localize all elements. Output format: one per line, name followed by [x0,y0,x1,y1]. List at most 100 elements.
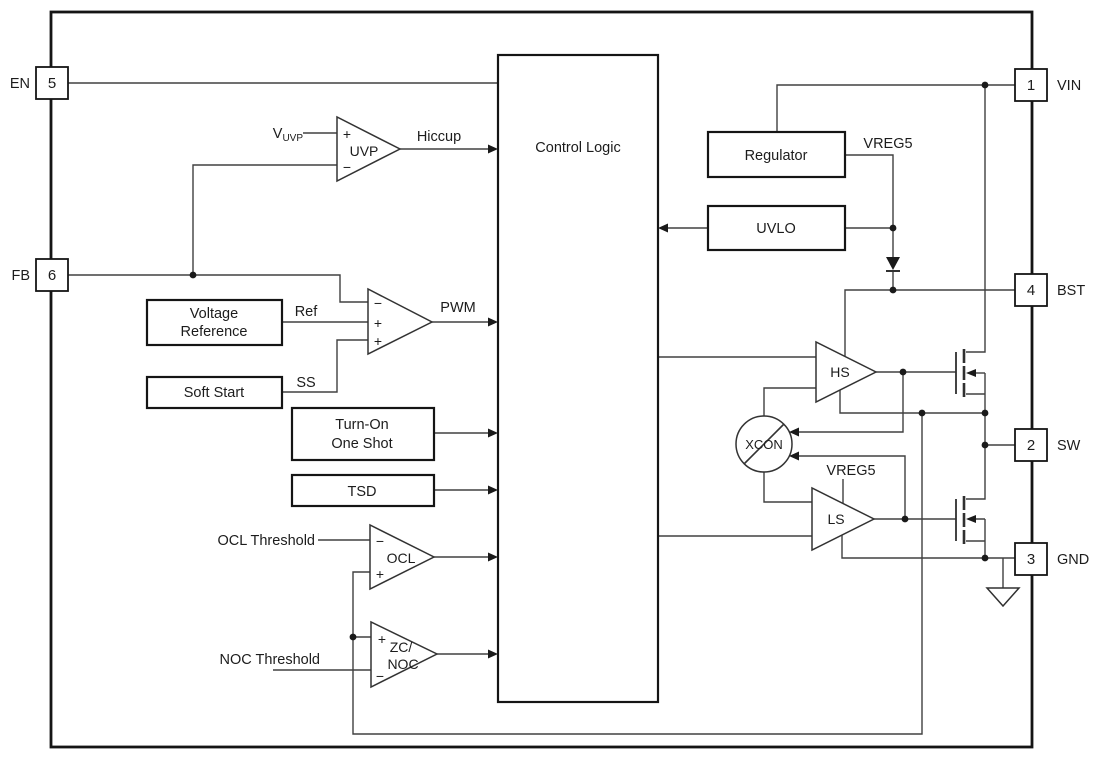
arrow-zc [488,649,498,659]
soft-start-label: Soft Start [184,385,244,401]
pin-label-gnd: GND [1057,552,1089,568]
ocl-minus-sign: − [376,533,384,549]
xcon-label: XCON [745,437,783,452]
wire-gnd-rail [841,535,1015,559]
high-side-mosfet [955,349,976,397]
vreg5-label-top: VREG5 [863,136,912,152]
pin-label-sw: SW [1057,438,1081,454]
pin-en: 5 EN [10,66,69,100]
zc-name-2: NOC [387,656,418,672]
pwm-plus2-sign: + [374,333,382,349]
wire-ss [282,339,368,393]
pin-box-fb [35,258,69,292]
pwm-comparator [367,287,434,356]
wire-fb-to-uvp [192,164,337,275]
uvp-plus-sign: + [343,126,351,142]
wire-bst [844,289,1015,357]
pwm-plus1-sign: + [374,315,382,331]
pin-number-gnd: 3 [1027,551,1035,568]
turn-on-one-shot-block [290,406,436,462]
pin-box-gnd [1014,542,1048,576]
wire-hs-out [799,371,956,433]
pin-gnd: 3 GND [1014,542,1089,576]
regulator-block [706,130,847,179]
low-side-mosfet [955,496,976,544]
hs-driver [815,340,878,404]
vuvp-main: V [273,126,283,142]
pin-number-bst: 4 [1027,282,1035,299]
wire-hs-sw-reference [839,390,985,414]
pwm-label: PWM [440,300,475,316]
uvlo-block [706,204,847,252]
arrow-ocl [488,552,498,562]
arrow-tsd [488,485,498,495]
uvp-comparator [336,115,402,183]
arrow-pwm [488,317,498,327]
junction-sense [918,409,926,417]
regulator-label: Regulator [745,148,808,164]
junction-zc-plus [349,633,357,641]
turn-on-one-shot-label-2: One Shot [331,436,392,452]
ocl-threshold-label: OCL Threshold [217,533,315,549]
pin-number-sw: 2 [1027,437,1035,454]
pin-box-sw [1014,428,1048,462]
vuvp-label: VUVP [273,126,304,144]
control-logic-block [496,53,660,704]
junction-dots [189,81,989,641]
ground-symbol [985,587,1021,608]
ss-label: SS [296,375,315,391]
ls-driver [811,486,876,552]
pin-vin: 1 VIN [1014,68,1081,102]
ocl-name: OCL [387,550,416,566]
noc-threshold-label: NOC Threshold [220,652,320,668]
arrow-turnon [488,428,498,438]
junction-fb [189,271,197,279]
wire-vin-to-regulator [776,84,1015,132]
arrow-xcon-upper [789,427,799,437]
ref-label: Ref [295,304,319,320]
zc-name-1: ZC/ [390,639,413,655]
ocl-plus-sign: + [376,566,384,582]
ls-driver-label: LS [827,511,844,527]
junction-vreg5-uvlo [889,224,897,232]
hs-driver-label: HS [830,364,849,380]
pin-label-fb: FB [11,268,30,284]
pin-box-vin [1014,68,1048,102]
zc-plus-sign: + [378,631,386,647]
wire-ls-out [799,455,956,520]
vuvp-subscript: UVP [282,133,303,144]
pin-fb: 6 FB [11,258,69,292]
voltage-reference-block [145,298,284,347]
vreg5-label-ls: VREG5 [826,463,875,479]
junction-bst [889,286,897,294]
zc-minus-sign: − [376,668,384,684]
hs-fet-body-arrow [966,369,976,377]
pin-box-bst [1014,273,1048,307]
junction-hs-gate [899,368,907,376]
junction-sw-ref [981,409,989,417]
pin-label-en: EN [10,76,30,92]
arrow-xcon-lower [789,451,799,461]
junction-ls-gate [901,515,909,523]
wire-vreg5 [845,154,894,290]
pin-label-bst: BST [1057,283,1085,299]
voltage-reference-label-2: Reference [181,324,248,340]
pin-number-vin: 1 [1027,77,1035,94]
ls-fet-body-arrow [966,515,976,523]
pin-bst: 4 BST [1014,273,1085,307]
pwm-minus-sign: − [374,295,382,311]
wire-ls-body-source [966,518,986,558]
pin-number-en: 5 [48,75,56,92]
control-logic-label: Control Logic [535,140,620,156]
diode-triangle [886,257,900,270]
xcon-slash [743,423,785,465]
wire-vin-drop-drain [966,85,986,353]
junction-vin [981,81,989,89]
pin-number-fb: 6 [48,267,56,284]
chip-boundary [49,10,1034,749]
xcon-block [735,415,793,473]
ocl-comparator [369,523,436,591]
turn-on-one-shot-label-1: Turn-On [335,417,388,433]
tsd-block [290,473,436,508]
